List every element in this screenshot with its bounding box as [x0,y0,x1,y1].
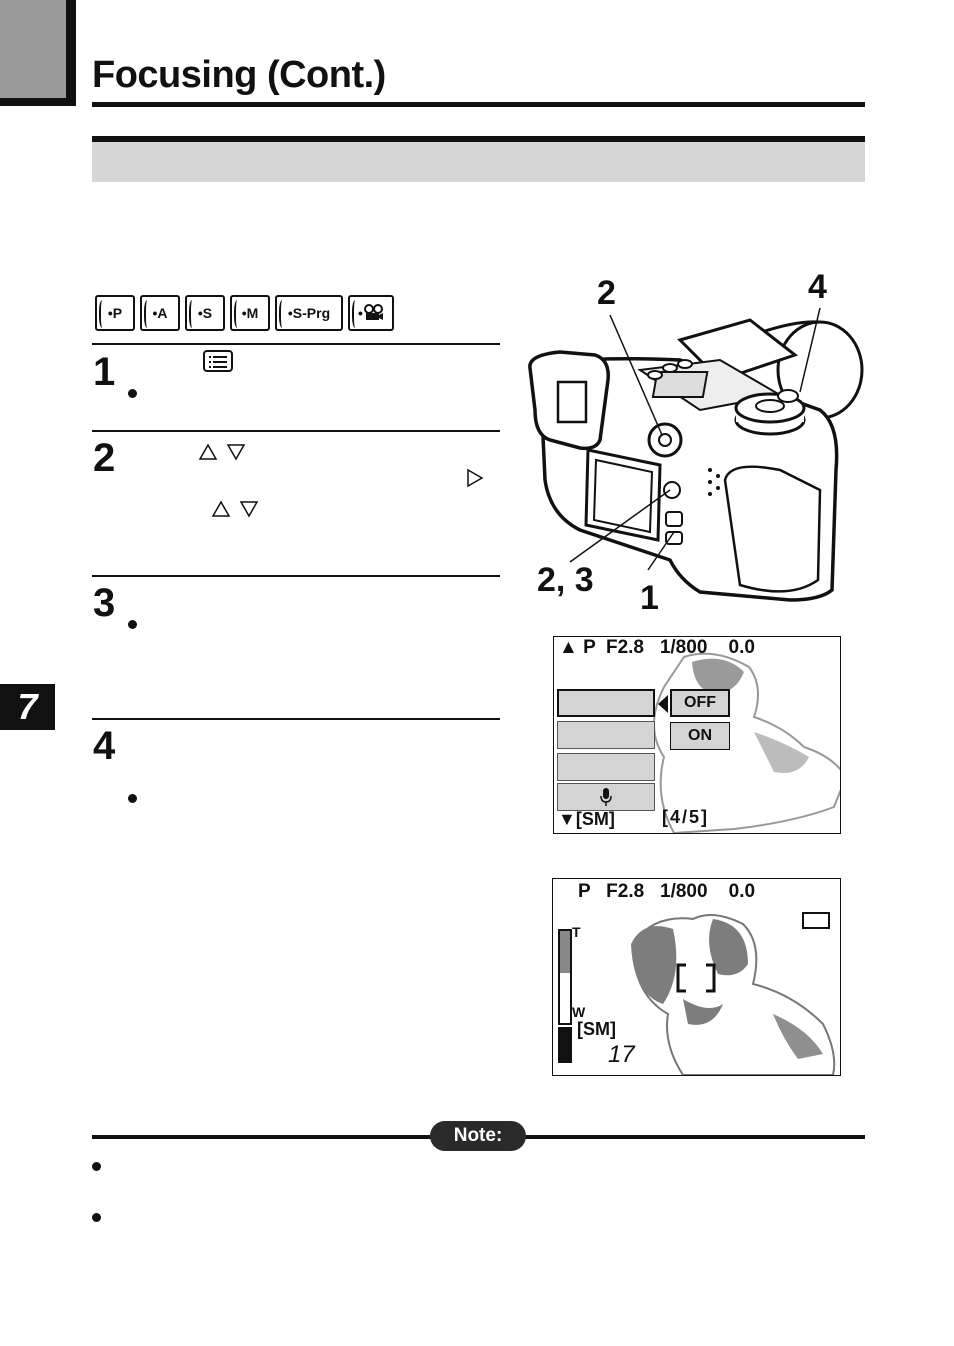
menu-row-1-selected[interactable] [557,689,655,717]
page-title: Focusing (Cont.) [92,54,386,96]
mode-badge-p: •P [95,295,135,331]
quality-label: [SM] [577,1019,616,1039]
step-3-number: 3 [93,581,116,625]
battery-icon [802,912,830,929]
lcd-menu-footer-left: ▼[SM] [558,809,615,829]
menu-button-icon [203,350,233,372]
step-1-bullet [128,389,137,398]
zoom-bar [558,929,572,1025]
step-1-number: 1 [93,350,116,394]
down-triangle-icon: ▼ [558,809,576,829]
mode-badge-a: •A [140,295,180,331]
mode-badge-m: •M [230,295,270,331]
menu-row-3[interactable] [557,753,655,781]
frames-remaining: 17 [608,1041,635,1068]
microphone-icon [600,788,612,806]
chapter-tab: 7 [0,684,55,730]
up-triangle-icon: ▲ [559,637,584,658]
mode-badge-s-prg: •S-Prg [275,295,343,331]
section-bar-rule [92,136,865,142]
step-4-bullet [128,794,137,803]
step-2-rule [92,430,500,432]
mode-badge-movie: • [348,295,394,331]
note-label: Note: [430,1121,526,1151]
camera-illustration [528,307,864,602]
note-bullet-2 [92,1213,101,1222]
step-4-rule [92,718,500,720]
option-off[interactable]: OFF [670,689,730,717]
title-rule [92,102,865,107]
callout-4: 4 [808,268,827,306]
movie-camera-icon [363,304,383,320]
menu-row-2[interactable] [557,721,655,749]
zoom-tele-label: T [572,924,581,940]
lcd-menu-status: ▲ P F2.8 1/800 0.0 [559,637,755,658]
af-target-mark-icon [676,963,716,993]
right-arrow-icon [467,468,484,488]
lcd-menu-screen: ▲ P F2.8 1/800 0.0 OFF ON ▼[SM] [4/5] [553,636,841,834]
option-on[interactable]: ON [670,722,730,750]
lcd-view-status: P F2.8 1/800 0.0 [578,881,756,902]
memory-gauge-icon [558,1027,572,1063]
menu-row-4[interactable] [557,783,655,811]
callout-1: 1 [640,579,659,617]
step-3-rule [92,575,500,577]
section-heading-bar [92,142,865,182]
callout-2-3: 2, 3 [537,561,594,599]
lcd-view-screen: P F2.8 1/800 0.0 T W [SM] 17 [552,878,841,1076]
dog-photo [631,914,836,1075]
up-down-arrows-icon [198,443,246,461]
mode-badge-s: •S [185,295,225,331]
corner-tab [0,0,76,106]
step-3-bullet [128,620,137,629]
left-pointer-icon [658,695,668,713]
callout-2: 2 [597,274,616,312]
step-2-number: 2 [93,436,116,480]
step-1-rule [92,343,500,345]
note-bullet-1 [92,1162,101,1171]
zoom-level-fill [560,931,570,973]
step-4-number: 4 [93,724,116,768]
zoom-wide-label: W [572,1004,586,1020]
lcd-menu-page-indicator: [4/5] [662,807,710,827]
up-down-arrows-icon-2 [211,500,259,518]
